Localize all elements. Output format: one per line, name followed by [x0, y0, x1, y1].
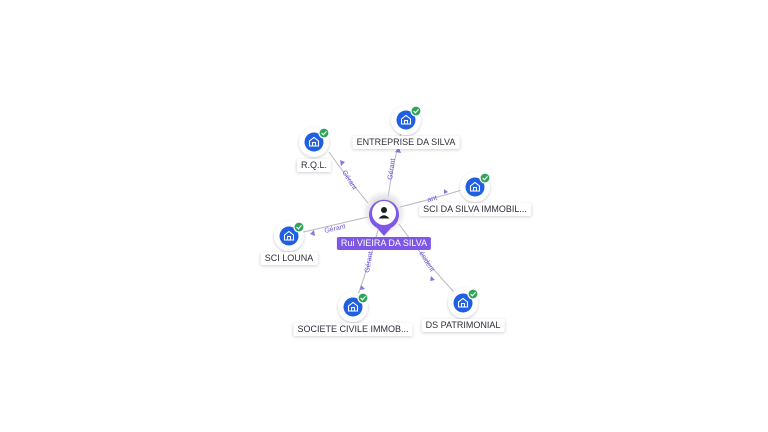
check-icon: [482, 175, 488, 181]
building-icon: [283, 230, 295, 241]
building-icon: [400, 114, 412, 125]
verified-badge: [467, 288, 479, 300]
edge-label-ds-patrimonial: ésident: [417, 250, 435, 273]
company-label-entreprise[interactable]: ENTREPRISE DA SILVA: [352, 136, 460, 149]
company-node-entreprise[interactable]: [391, 105, 422, 135]
company-node-sci-louna[interactable]: [274, 221, 305, 251]
building-icon: [308, 136, 320, 147]
edge-arrow: [444, 189, 448, 194]
edge-ds-patrimonial: [398, 223, 459, 297]
check-icon: [470, 291, 476, 297]
building-icon: [457, 297, 469, 308]
verified-badge: [318, 127, 330, 139]
edge-label-societe-civile: Gérant: [364, 251, 375, 273]
edge-rql: [328, 151, 369, 204]
company-node-ds-patrimonial[interactable]: [448, 288, 479, 318]
building-icon: [469, 181, 481, 192]
building-icon: [347, 301, 359, 312]
check-icon: [321, 130, 327, 136]
company-label-societe-civile[interactable]: SOCIETE CIVILE IMMOB...: [293, 323, 413, 336]
check-icon: [296, 224, 302, 230]
verified-badge: [410, 105, 422, 117]
edge-label-sci-louna: Gérant: [324, 223, 346, 235]
edge-arrow: [430, 276, 435, 281]
person-name-label[interactable]: Rui VIEIRA DA SILVA: [336, 237, 432, 250]
verified-badge: [293, 221, 305, 233]
company-label-sci-da-silva[interactable]: SCI DA SILVA IMMOBIL...: [419, 203, 531, 216]
person-icon: [378, 207, 390, 219]
company-label-sci-louna[interactable]: SCI LOUNA: [260, 252, 318, 265]
company-node-rql[interactable]: [299, 127, 330, 157]
edge-label-rql: Gérant: [340, 169, 357, 191]
edge-arrow: [310, 230, 315, 236]
company-label-rql[interactable]: R.Q.L.: [296, 159, 332, 172]
edge-label-entreprise: Gérant: [387, 158, 397, 180]
edge-arrow: [395, 148, 401, 153]
edge-arrow: [360, 285, 365, 290]
person-node[interactable]: [362, 190, 406, 236]
check-icon: [360, 295, 366, 301]
check-icon: [413, 108, 419, 114]
company-node-sci-da-silva[interactable]: [460, 172, 491, 202]
company-label-ds-patrimonial[interactable]: DS PATRIMONIAL: [421, 319, 505, 332]
verified-badge: [479, 172, 491, 184]
edge-arrow: [340, 160, 345, 166]
verified-badge: [357, 292, 369, 304]
company-node-societe-civile[interactable]: [338, 292, 369, 322]
edge-label-sci-da-silva: ant: [427, 195, 438, 204]
